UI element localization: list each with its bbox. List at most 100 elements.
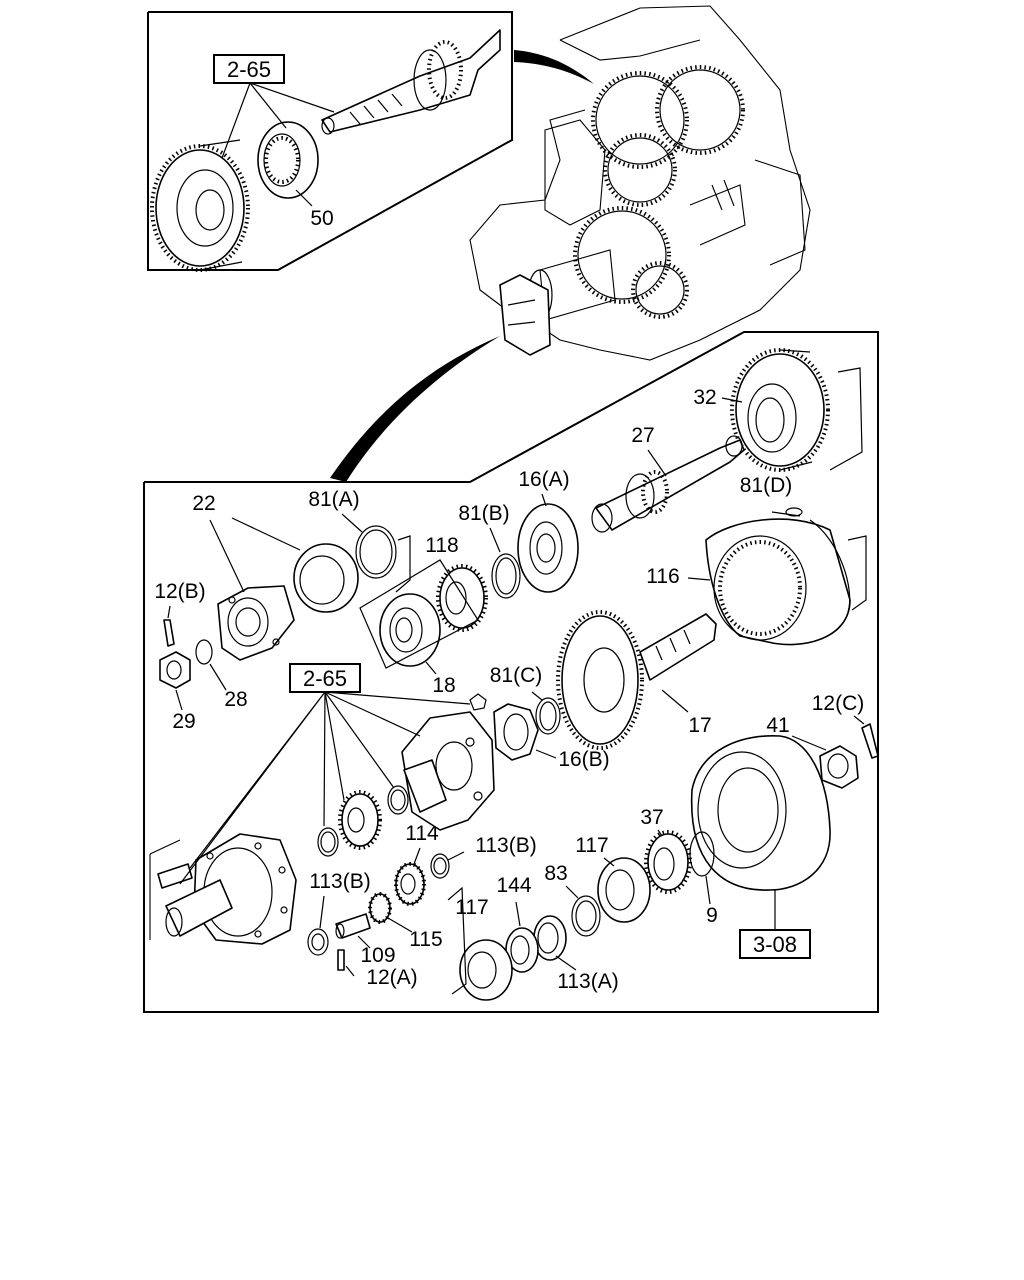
nut-29	[159, 651, 191, 689]
part-number-117-right: 117	[575, 834, 608, 857]
callout-27: 27	[631, 424, 667, 477]
bearing-117-left	[459, 939, 513, 1001]
collar-118	[436, 564, 488, 632]
part-number-113a: 113(A)	[557, 970, 618, 993]
part-number-81d: 81(D)	[740, 474, 793, 497]
spacer-144	[505, 927, 539, 973]
callout-115: 115	[387, 917, 443, 951]
snap-ring-81b	[491, 553, 521, 599]
reference-label-top: 2-65	[227, 57, 271, 82]
synchronizer-sleeve-50	[257, 121, 319, 199]
connector-arrow-bottom	[330, 336, 500, 482]
part-number-22: 22	[192, 492, 215, 515]
gear-32	[730, 348, 830, 472]
race-113b-right	[430, 853, 450, 879]
thrust-washer-a	[387, 785, 409, 815]
cotter-pin-12c	[861, 723, 879, 759]
thrust-washer-b	[317, 827, 339, 857]
callout-117-left: 117	[447, 886, 489, 995]
callout-16b: 16(B)	[535, 748, 610, 771]
part-number-83: 83	[544, 862, 567, 885]
cotter-pin-12b	[163, 619, 175, 647]
part-number-41: 41	[766, 714, 789, 737]
snap-ring-81a	[355, 525, 397, 579]
callout-28: 28	[209, 663, 248, 711]
race-113b-left	[307, 928, 329, 956]
part-number-115: 115	[409, 928, 442, 951]
callout-29: 29	[172, 689, 196, 733]
part-number-114: 114	[405, 822, 439, 845]
callout-32: 32	[693, 367, 863, 471]
callout-41: 41	[766, 714, 827, 751]
part-number-16b: 16(B)	[558, 748, 609, 771]
callout-113a: 113(A)	[555, 955, 619, 993]
snap-ring-81c	[535, 697, 561, 735]
needle-bearing-114	[394, 862, 426, 906]
callout-113b-right: 113(B)	[447, 834, 537, 861]
main-shaft-top	[321, 29, 501, 135]
bearing-16a	[517, 503, 579, 593]
callout-114: 114	[405, 822, 439, 865]
input-flange	[149, 833, 297, 945]
callout-113b-left: 113(B)	[309, 870, 371, 929]
race-113a	[533, 915, 567, 961]
part-number-109: 109	[360, 944, 395, 967]
part-number-18: 18	[432, 674, 455, 697]
gear-large-top	[150, 139, 250, 272]
callout-116: 116	[646, 535, 867, 611]
callout-9: 9	[705, 875, 718, 927]
part-number-81b: 81(B)	[458, 502, 509, 525]
part-number-113b-left: 113(B)	[309, 870, 370, 893]
reference-box-mid: 2-65	[179, 663, 471, 885]
gear-37	[644, 830, 692, 894]
reference-label-mid: 2-65	[303, 666, 347, 691]
counter-shaft-27	[591, 435, 745, 533]
part-number-144: 144	[496, 874, 531, 897]
part-number-118: 118	[425, 534, 458, 557]
o-ring-28	[195, 639, 213, 665]
callout-17: 17	[661, 689, 712, 737]
part-number-12b: 12(B)	[154, 580, 205, 603]
reference-label-bottom: 3-08	[753, 932, 797, 957]
drum-housing	[690, 735, 831, 891]
callout-12a: 12(A)	[345, 965, 418, 989]
pinion-gear	[338, 790, 382, 850]
callout-37: 37	[640, 806, 664, 837]
callout-81b: 81(B)	[458, 502, 510, 553]
part-number-16a: 16(A)	[518, 468, 569, 491]
detail-frame-top	[147, 11, 513, 271]
part-number-37: 37	[640, 806, 663, 829]
callout-109: 109	[357, 935, 396, 967]
callout-16a: 16(A)	[518, 468, 570, 507]
transmission-assembly-illustration	[469, 5, 811, 361]
callout-22: 22	[192, 492, 301, 593]
bearing-117-right	[597, 857, 651, 923]
pin-12a	[337, 949, 345, 971]
snap-ring-81d	[771, 507, 803, 517]
part-number-17: 17	[688, 714, 711, 737]
part-number-81c: 81(C)	[490, 664, 543, 687]
detail-frame-main	[143, 331, 879, 1013]
part-number-32: 32	[693, 386, 716, 409]
pin-109	[335, 913, 371, 939]
planet-carrier	[401, 693, 495, 831]
callout-81a: 81(A)	[308, 488, 411, 593]
part-number-81a: 81(A)	[308, 488, 359, 511]
output-shaft-17	[556, 610, 717, 750]
flange-cover-22	[217, 585, 295, 661]
part-number-12a: 12(A)	[366, 966, 417, 989]
oil-seal-22	[293, 543, 359, 613]
part-number-117-left: 117	[455, 896, 488, 919]
part-number-50: 50	[310, 207, 333, 230]
connector-arrow-top	[514, 50, 594, 84]
callout-81d: 81(D)	[740, 474, 793, 497]
reference-box-bottom: 3-08	[739, 890, 811, 959]
needle-bearing-115	[368, 892, 392, 924]
callout-118: 118	[425, 534, 458, 557]
part-number-113b-right: 113(B)	[475, 834, 536, 857]
callout-83: 83	[544, 862, 579, 899]
part-number-28: 28	[224, 688, 247, 711]
callout-50: 50	[295, 189, 334, 230]
washer-83	[571, 895, 601, 937]
